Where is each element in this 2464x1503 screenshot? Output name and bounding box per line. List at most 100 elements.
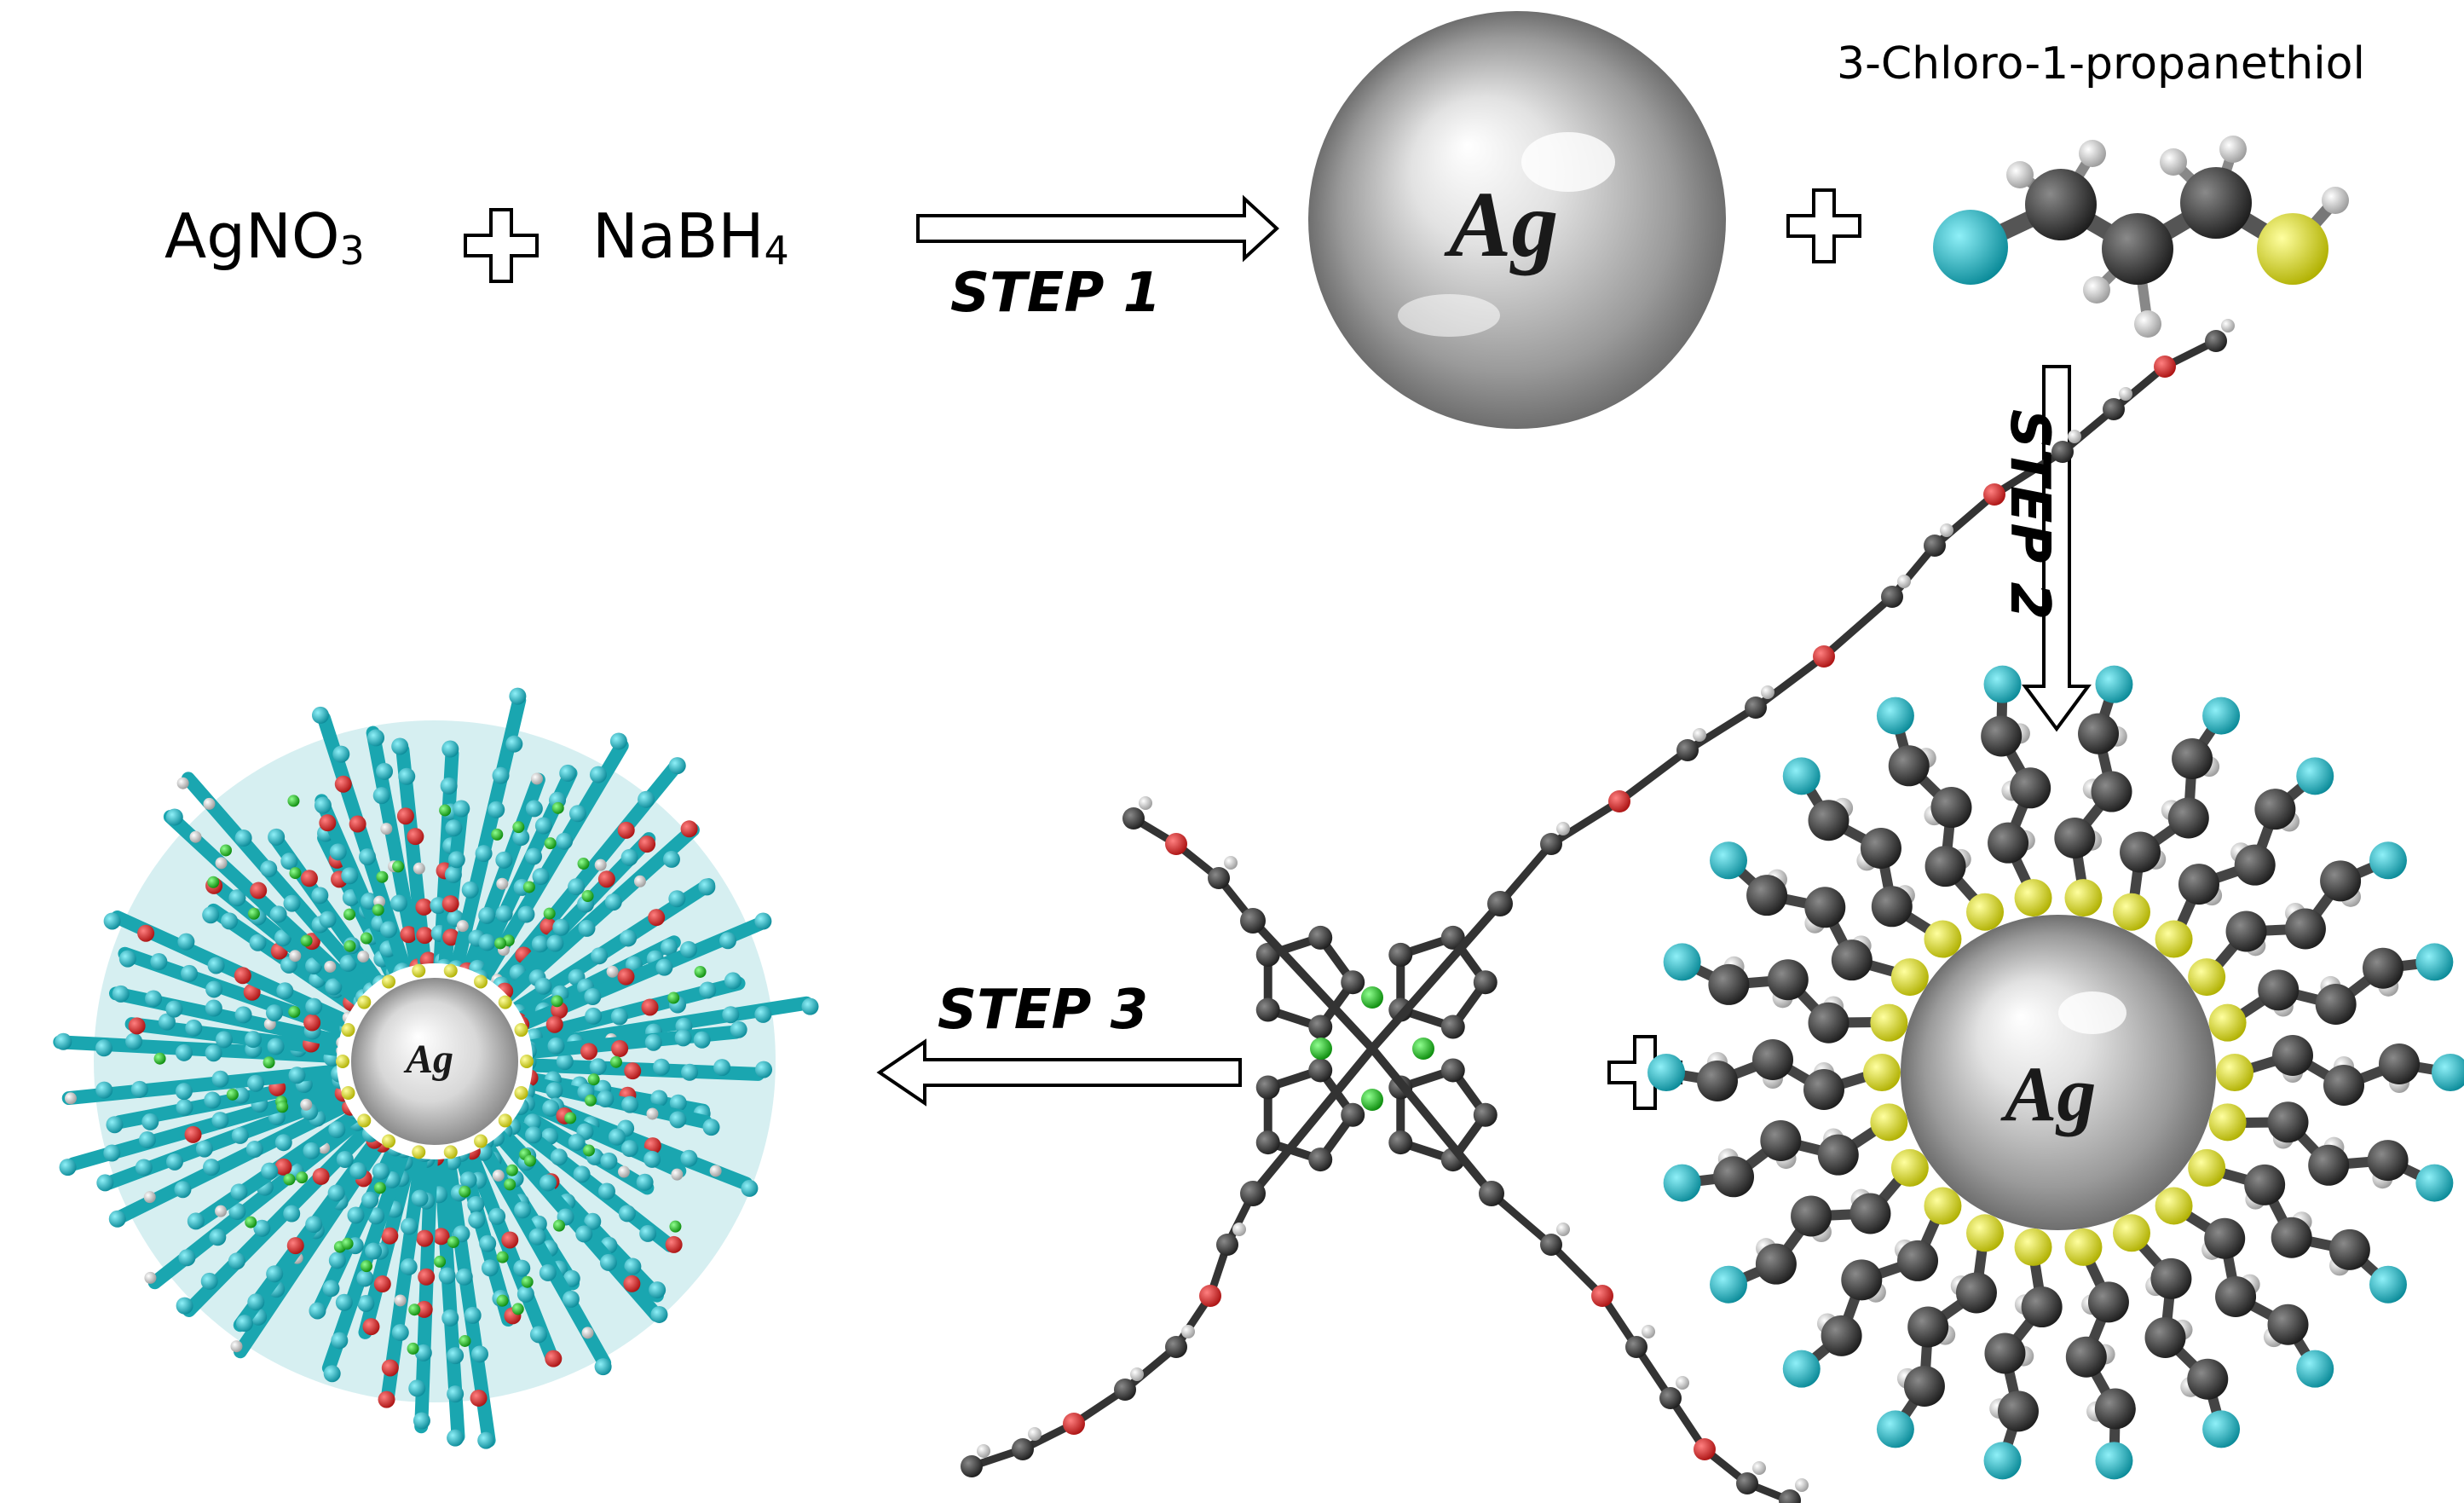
atom: [359, 848, 377, 866]
arrow-right-icon: [916, 194, 1279, 263]
atom: [1876, 697, 1914, 735]
atom: [961, 1455, 983, 1477]
atom: [361, 1191, 379, 1209]
atom: [276, 1101, 289, 1113]
silver-nitrate-formula: AgNO3: [164, 200, 365, 274]
atom: [103, 912, 121, 930]
atom: [453, 800, 470, 818]
atom: [372, 1162, 390, 1180]
atom: [699, 981, 717, 999]
atom: [755, 1061, 773, 1078]
atom: [1983, 665, 2022, 703]
atom: [1779, 1489, 1801, 1503]
atom: [143, 1191, 156, 1204]
atom: [1782, 757, 1821, 795]
atom: [415, 1300, 433, 1318]
atom: [1199, 1285, 1221, 1307]
atom: [552, 918, 570, 936]
bond: [505, 1114, 678, 1252]
atom: [501, 1231, 519, 1249]
atom: [339, 954, 357, 972]
atom: [2284, 908, 2326, 950]
atom: [343, 908, 356, 921]
atom: [1940, 523, 1953, 537]
atom: [531, 935, 549, 953]
atom: [1240, 1181, 1266, 1206]
atom: [479, 1234, 497, 1252]
atom: [1817, 1134, 1859, 1176]
atom: [382, 1134, 395, 1148]
atom: [331, 1332, 349, 1350]
atom: [205, 999, 222, 1017]
atom: [542, 1099, 560, 1117]
atom: [1625, 1336, 1647, 1358]
atom: [456, 920, 469, 933]
atom: [2083, 276, 2110, 303]
atom: [2155, 1187, 2193, 1225]
atom: [478, 934, 496, 951]
atom: [1955, 1272, 1997, 1314]
atom: [597, 870, 615, 888]
atom: [165, 1000, 183, 1018]
atom: [525, 800, 543, 818]
bond: [1547, 797, 1624, 848]
atom: [669, 1220, 682, 1233]
atom: [2064, 1228, 2103, 1266]
atom: [474, 1134, 488, 1148]
atom: [620, 848, 638, 866]
atom: [189, 830, 202, 843]
atom: [1930, 787, 1972, 829]
atom: [1870, 1103, 1908, 1142]
atom: [125, 1032, 143, 1050]
atom: [2172, 737, 2213, 779]
atom: [534, 977, 552, 995]
atom: [231, 1126, 249, 1144]
atom: [694, 965, 707, 978]
atom: [589, 1058, 607, 1076]
atom: [2215, 1275, 2257, 1317]
atom: [667, 991, 680, 1004]
atom: [211, 1070, 229, 1088]
atom: [96, 1174, 114, 1192]
atom: [2219, 136, 2247, 163]
atom: [1924, 1187, 1962, 1225]
atom: [621, 1095, 639, 1113]
atom: [408, 1379, 426, 1397]
atom: [618, 1205, 636, 1223]
atom: [288, 1067, 306, 1084]
atom: [2103, 398, 2125, 420]
atom: [2178, 864, 2219, 905]
atom: [365, 1242, 383, 1260]
atom: [341, 1237, 354, 1250]
atom: [1240, 908, 1266, 934]
atom: [263, 1056, 275, 1069]
atom: [559, 764, 577, 782]
atom: [362, 1318, 380, 1336]
atom: [378, 1390, 395, 1408]
atom: [648, 909, 666, 927]
atom: [459, 1185, 471, 1198]
atom: [253, 1219, 271, 1237]
atom: [1663, 943, 1701, 981]
atom: [1310, 1038, 1332, 1060]
bond: [1683, 703, 1760, 754]
atom: [400, 926, 418, 944]
atom: [235, 1315, 253, 1332]
thiol-molecule: [1933, 136, 2349, 338]
atom: [1130, 1367, 1144, 1381]
atom: [376, 870, 389, 883]
atom: [447, 1385, 465, 1403]
atom: [176, 1297, 193, 1315]
atom: [1831, 939, 1873, 981]
atom: [2244, 1164, 2286, 1205]
atom: [617, 968, 635, 986]
atom: [609, 732, 627, 750]
atom: [2308, 1144, 2350, 1186]
atom: [488, 801, 505, 818]
atom: [495, 851, 513, 869]
atom: [343, 939, 356, 952]
atom: [325, 978, 343, 996]
atom: [584, 987, 602, 1005]
atom: [59, 1159, 77, 1176]
atom: [455, 1268, 473, 1286]
